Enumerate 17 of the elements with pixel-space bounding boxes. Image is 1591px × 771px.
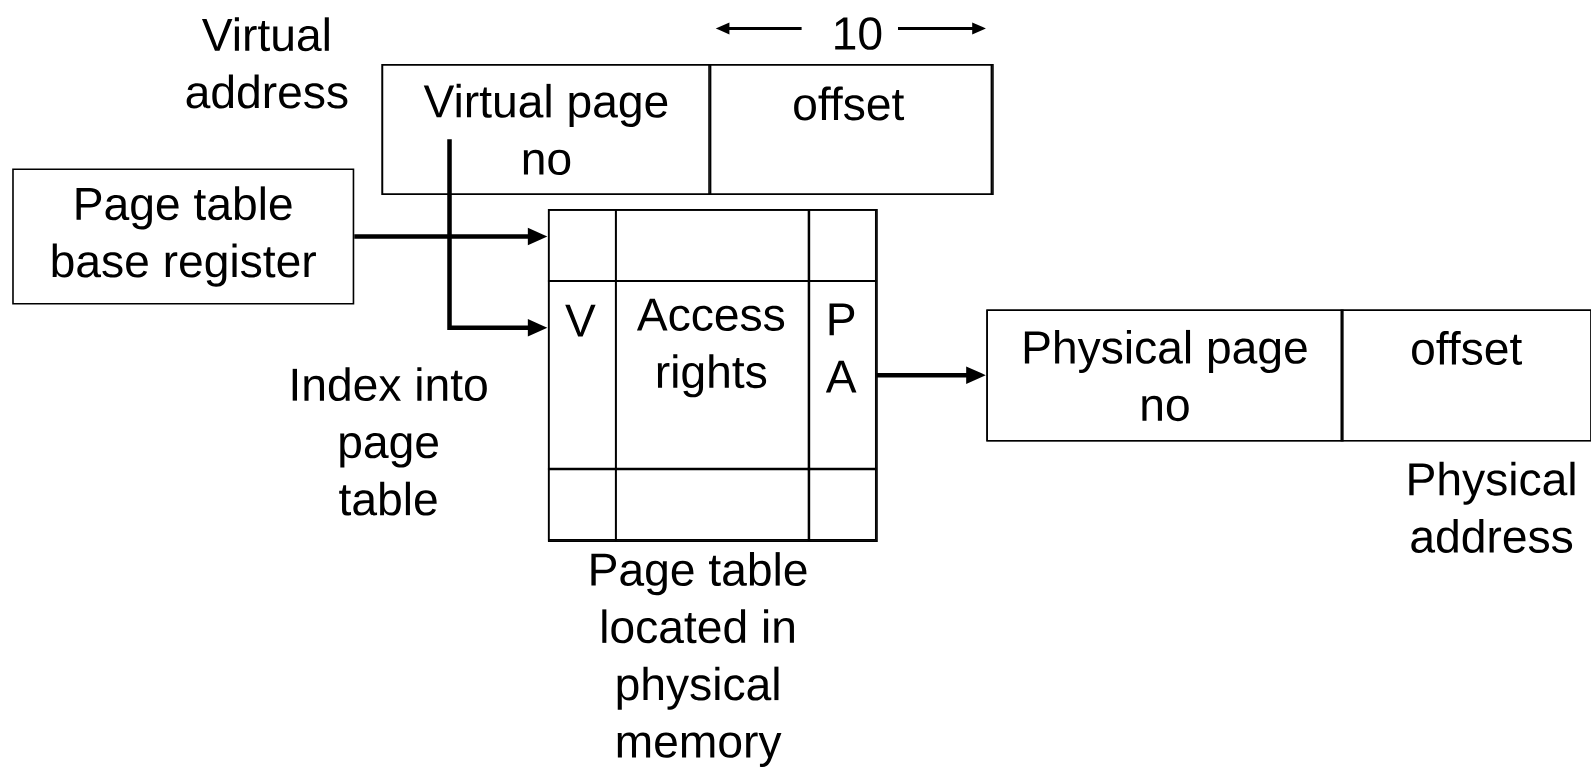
- table-cell: [547, 467, 617, 541]
- label-text: Index into page table: [292, 367, 487, 516]
- table-cell: Access rights: [614, 280, 811, 471]
- table-cell: [547, 208, 617, 282]
- dimension-label: 10: [835, 17, 882, 50]
- table-cell: [807, 208, 877, 282]
- table-cell: P A: [807, 280, 877, 471]
- node-label: Physical address: [1409, 461, 1575, 553]
- register-field: offset: [1340, 309, 1591, 442]
- register-box: Page table base register: [12, 168, 355, 305]
- register-field: Virtual page no: [381, 63, 712, 195]
- table-cell: [807, 467, 877, 541]
- register-field: Physical page no: [986, 309, 1344, 442]
- table-cell: [614, 208, 811, 282]
- register-field: offset: [708, 63, 993, 195]
- table-cell: V: [547, 280, 617, 471]
- table-cell: [614, 467, 811, 541]
